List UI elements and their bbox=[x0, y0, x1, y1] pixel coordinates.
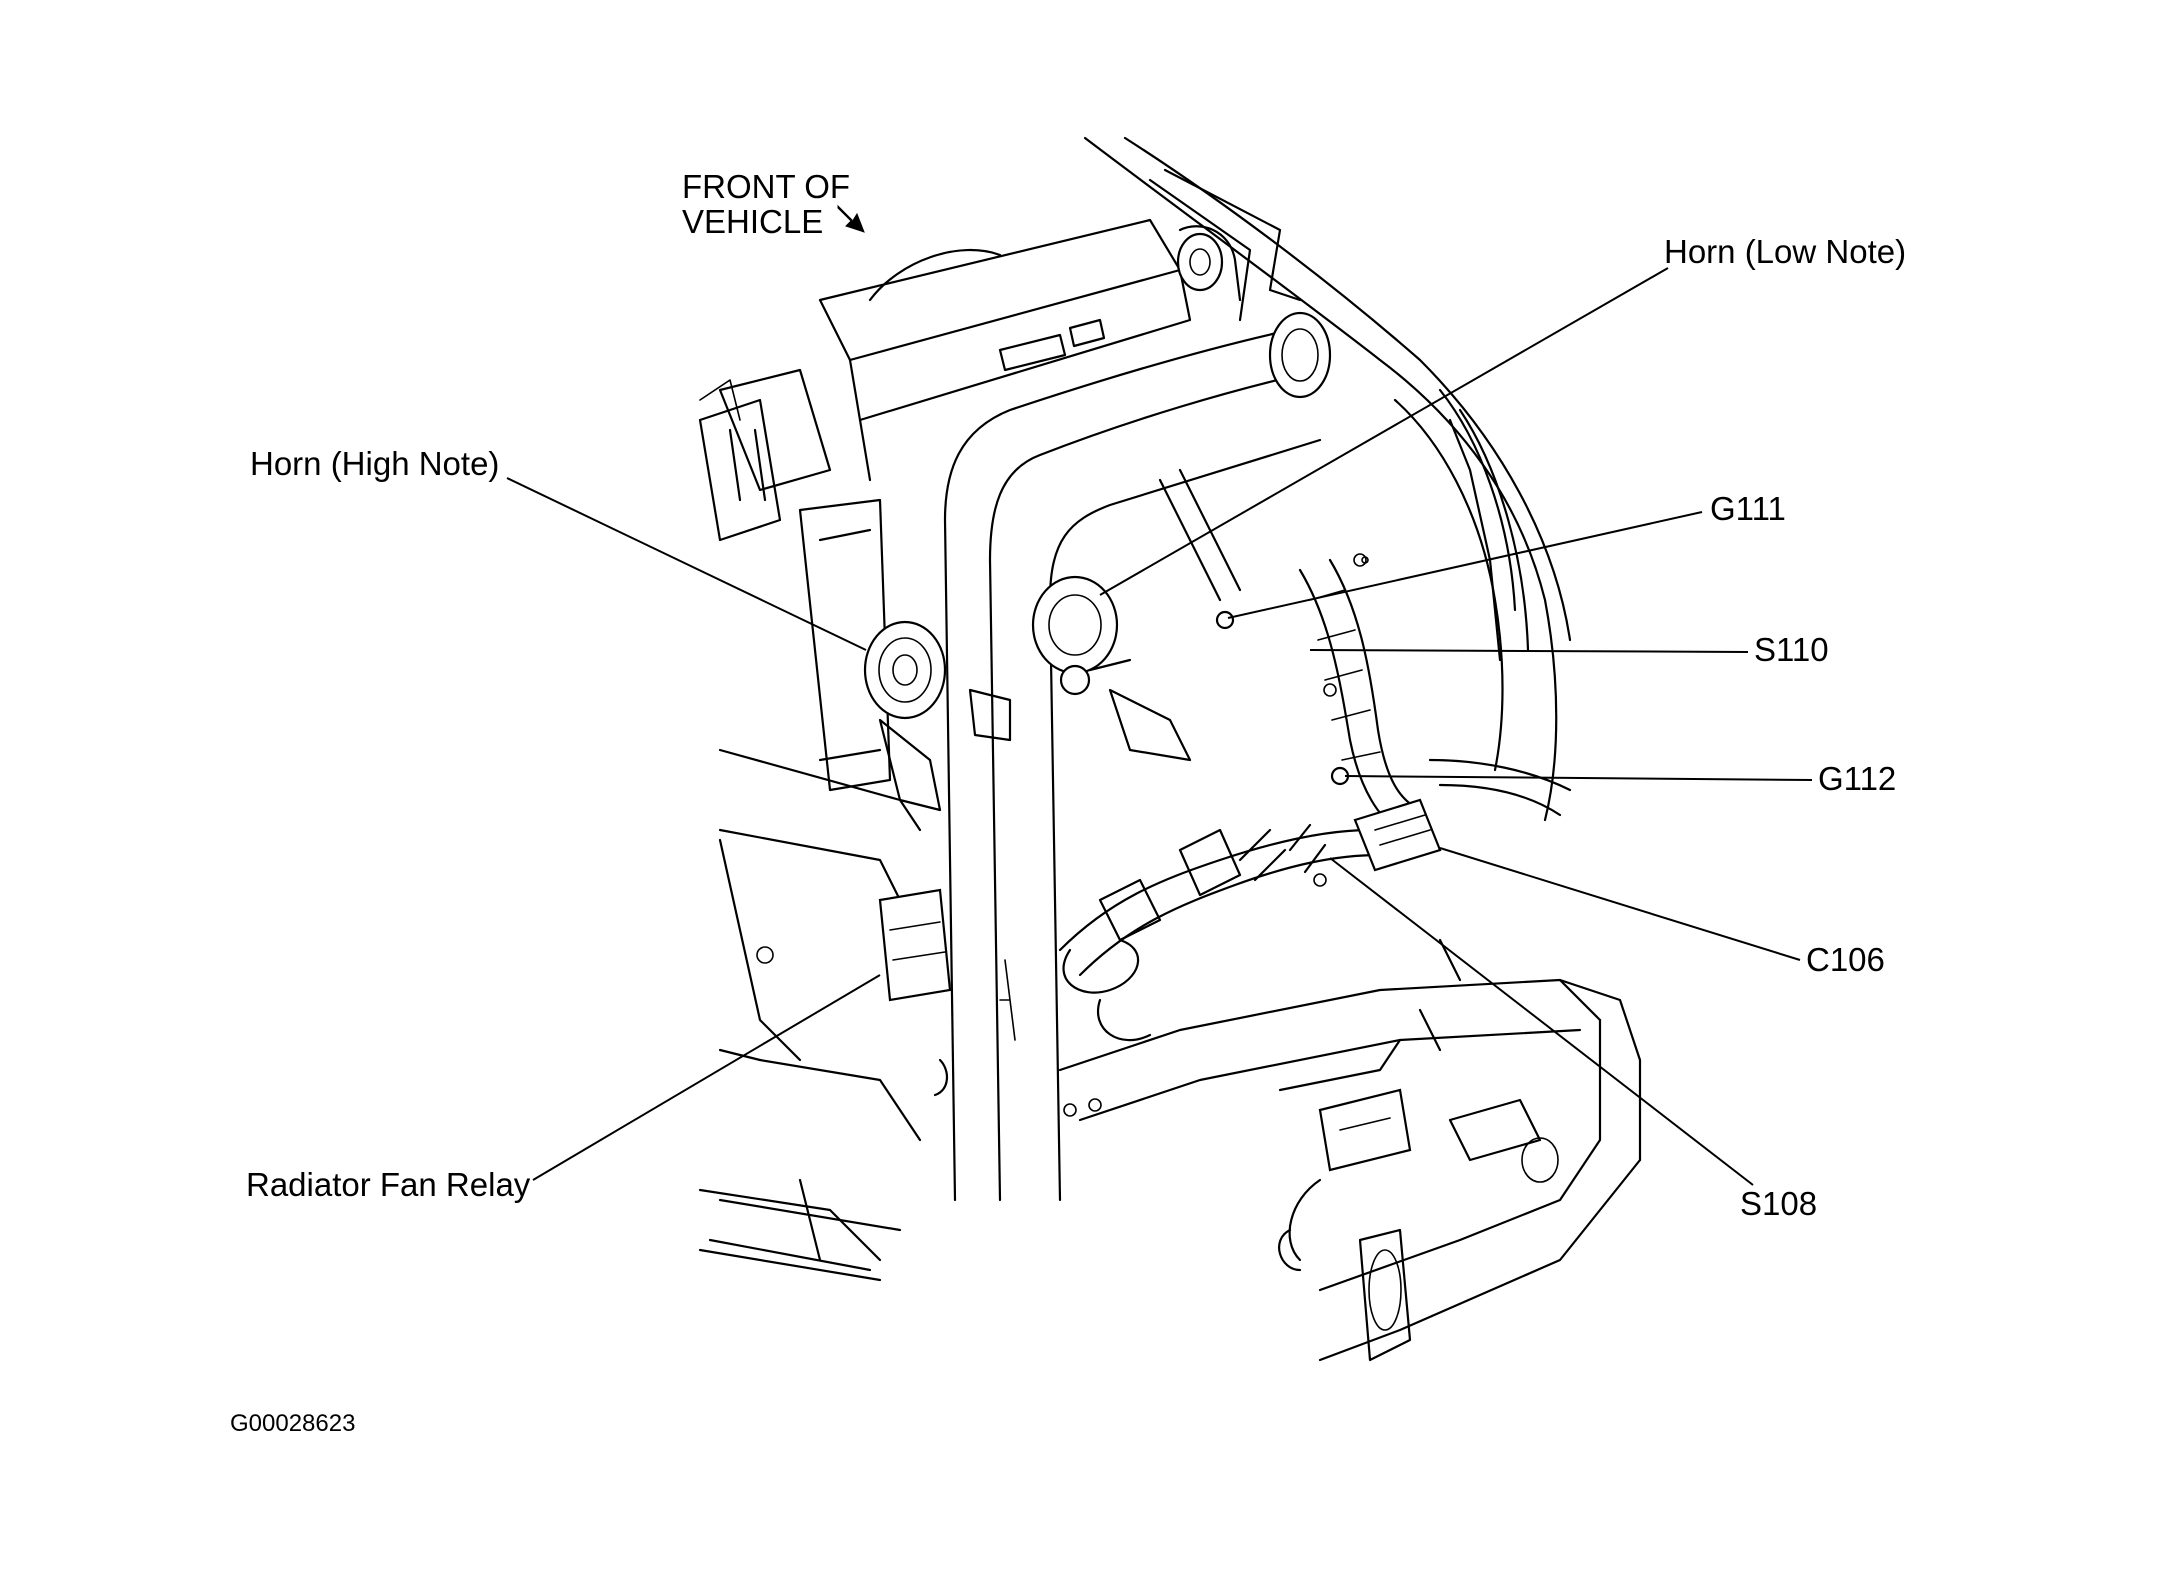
orientation-label-line1: FRONT OF bbox=[682, 168, 851, 205]
leader-s110 bbox=[1309, 649, 1749, 653]
orientation-label-line2: VEHICLE bbox=[682, 203, 824, 240]
lower-frame bbox=[1058, 938, 1642, 1362]
radiator-fan-relay-part bbox=[878, 888, 952, 1097]
leader-s108 bbox=[1329, 857, 1754, 1186]
callout-horn-high-note: Horn (High Note) bbox=[250, 445, 500, 482]
leader-c106 bbox=[1439, 847, 1801, 961]
air-box bbox=[698, 218, 1192, 542]
callout-s110: S110 bbox=[1754, 631, 1829, 668]
callout-s108: S108 bbox=[1740, 1185, 1818, 1222]
front-arrow-icon bbox=[837, 204, 865, 233]
radiator-support bbox=[708, 498, 922, 1272]
leader-g111 bbox=[1227, 511, 1703, 619]
figure-id: G00028623 bbox=[230, 1410, 356, 1437]
c106-connector-part bbox=[1353, 798, 1442, 872]
leader-radiator-fan-relay bbox=[532, 974, 881, 1181]
callout-c106: C106 bbox=[1806, 941, 1885, 978]
horn-low-note-part bbox=[1031, 575, 1192, 762]
ground-and-splice-points bbox=[1215, 553, 1369, 887]
left-chassis-lines bbox=[698, 379, 882, 1282]
callout-g111: G111 bbox=[1710, 490, 1786, 527]
fender-outline bbox=[1083, 136, 1572, 822]
crossmember-tube bbox=[943, 225, 1332, 1202]
leader-horn-low-note bbox=[1099, 267, 1669, 596]
callout-radiator-fan-relay: Radiator Fan Relay bbox=[246, 1166, 531, 1203]
horn-high-note-part bbox=[863, 620, 1012, 812]
leader-g112 bbox=[1344, 775, 1813, 781]
wiring-harness bbox=[999, 468, 1572, 1042]
leader-lines bbox=[506, 267, 1813, 1186]
leader-horn-high-note bbox=[506, 477, 867, 651]
callout-horn-low-note: Horn (Low Note) bbox=[1664, 233, 1907, 270]
callout-g112: G112 bbox=[1818, 760, 1897, 797]
